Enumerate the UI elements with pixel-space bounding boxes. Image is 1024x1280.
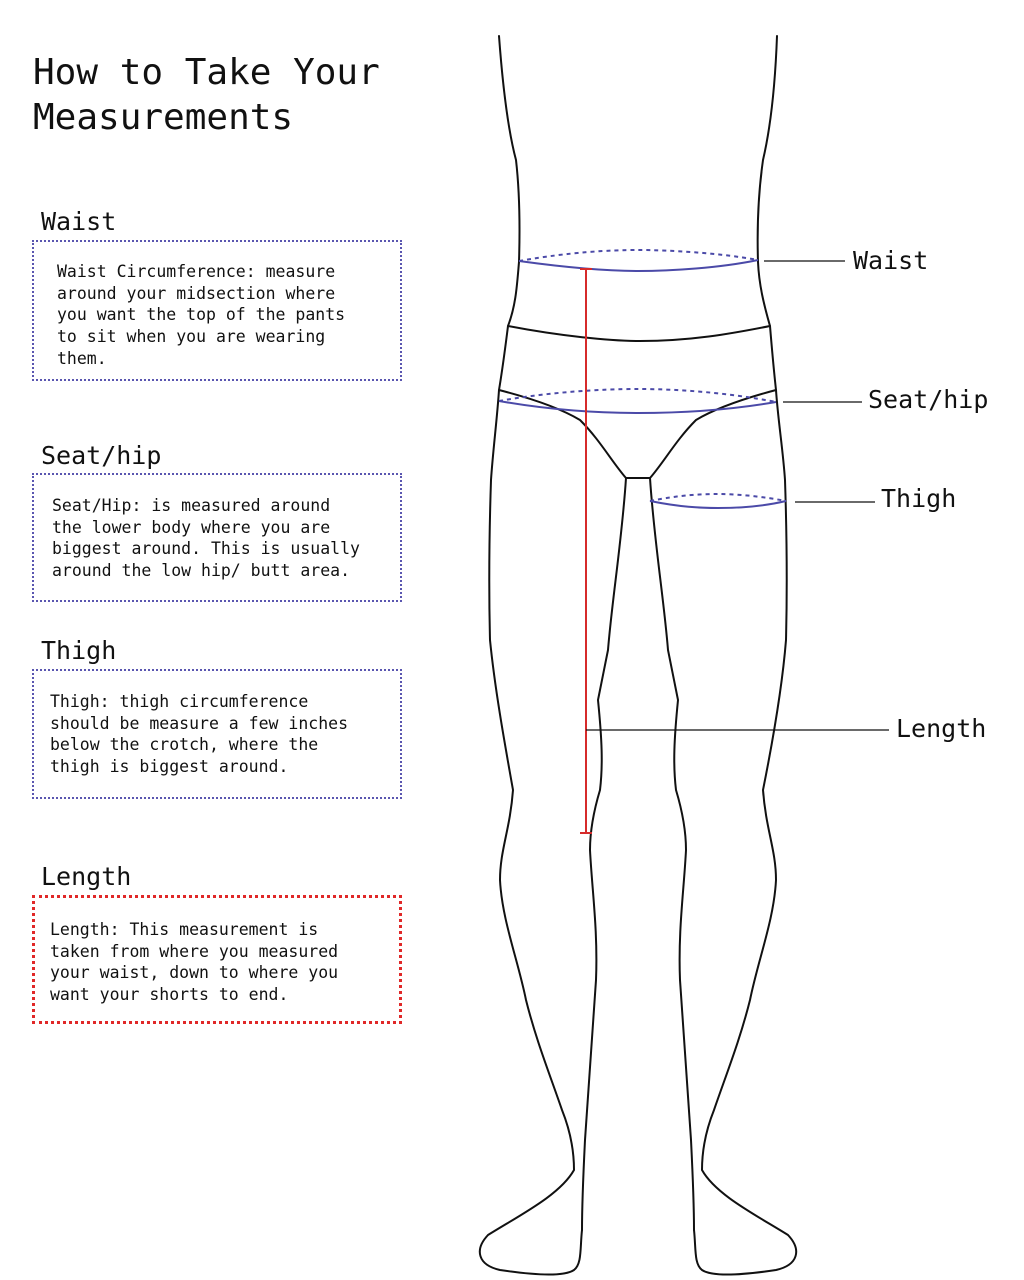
- waist-heading: Waist: [41, 207, 117, 236]
- waist-description: Waist Circumference: measure around your…: [32, 240, 402, 381]
- right-outer-contour: [693, 35, 798, 1276]
- right-inner-contour: [649, 477, 695, 1231]
- measurement-marks: [498, 248, 787, 510]
- length-measure: [580, 268, 592, 834]
- seat-back-arc: [498, 387, 777, 403]
- length-description: Length: This measurement is taken from w…: [32, 895, 402, 1024]
- left-inner-contour: [581, 477, 627, 1231]
- thigh-heading: Thigh: [41, 636, 117, 665]
- brief-outline: [498, 389, 777, 479]
- length-callout-label: Length: [896, 714, 987, 743]
- seat-hip-description: Seat/Hip: is measured around the lower b…: [32, 473, 402, 602]
- seat-hip-heading: Seat/hip: [41, 441, 162, 470]
- waist-callout-label: Waist: [853, 246, 929, 275]
- left-outer-contour: [478, 35, 583, 1276]
- waist-front-arc: [518, 259, 759, 273]
- callout-leaders: [586, 260, 889, 731]
- waist-back-arc: [518, 248, 759, 262]
- thigh-callout-label: Thigh: [881, 484, 957, 513]
- waistband-top: [507, 325, 771, 342]
- seat-hip-callout-label: Seat/hip: [868, 385, 989, 414]
- thigh-back-arc: [649, 492, 787, 502]
- thigh-front-arc: [649, 500, 787, 510]
- seat-front-arc: [498, 400, 777, 415]
- page-title: How to Take Your Measurements: [33, 52, 380, 138]
- body-outline: [478, 35, 798, 1276]
- length-heading: Length: [41, 862, 132, 891]
- thigh-description: Thigh: thigh circumference should be mea…: [32, 669, 402, 799]
